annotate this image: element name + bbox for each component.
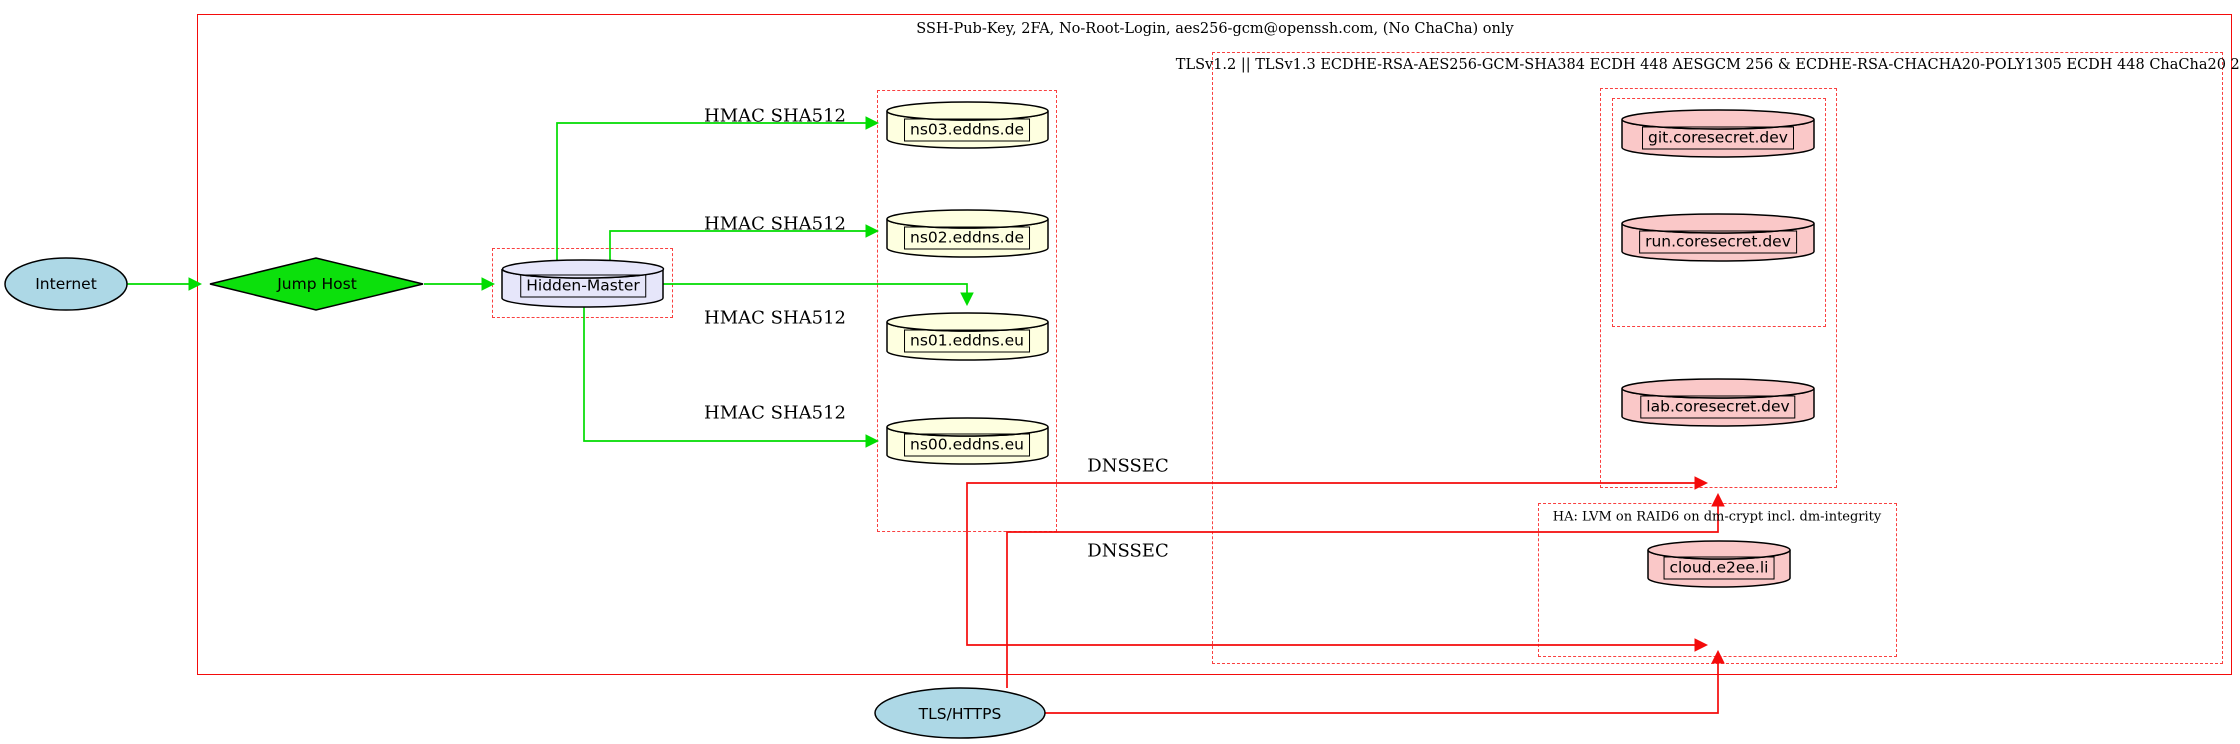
jump-host-node-shape (209, 257, 424, 311)
edge-label-hmac-ns00: HMAC SHA512 (703, 402, 847, 424)
cluster-coresecret-outer-box (1600, 88, 1837, 488)
internet-node-label: Internet (35, 275, 97, 293)
ns00-cylinder-cap (886, 417, 1049, 437)
lab-node-label: lab.coresecret.dev (1640, 395, 1796, 419)
cluster-ssh-box (197, 14, 2232, 675)
edge-dns-tlscluster-dnssec (966, 476, 1709, 532)
jump-host-node-label: Jump Host (277, 275, 357, 293)
cluster-ha-label: HA: LVM on RAID6 on dm-crypt incl. dm-in… (1552, 509, 1882, 525)
ns00-node-label: ns00.eddns.eu (904, 433, 1030, 457)
ns02-cylinder-cap (886, 209, 1049, 229)
cloud-cylinder-cap (1647, 540, 1791, 560)
edge-tlshttps-tlscluster (1006, 492, 1725, 688)
edge-hiddenmaster-ns02 (609, 224, 880, 262)
hidden-master-node-label: Hidden-Master (520, 274, 646, 298)
edge-hiddenmaster-ns01 (663, 283, 974, 307)
tls-https-node-shape (874, 687, 1046, 739)
edge-dns-hacluster-dnssec (966, 532, 1709, 652)
cluster-coresecret-inner-box (1612, 98, 1826, 327)
git-node-label: git.coresecret.dev (1642, 126, 1794, 150)
hidden-master-cylinder-cap (501, 259, 665, 279)
run-node-label: run.coresecret.dev (1639, 230, 1797, 254)
edge-hiddenmaster-ns03 (556, 116, 880, 262)
edge-label-dnssec-ha: DNSSEC (1087, 540, 1169, 562)
cluster-ssh-label: SSH-Pub-Key, 2FA, No-Root-Login, aes256-… (916, 21, 1514, 37)
run-cylinder-cap (1621, 213, 1815, 234)
git-cylinder-cap (1621, 109, 1815, 130)
ns03-node-label: ns03.eddns.de (904, 118, 1030, 142)
internet-node-shape (4, 257, 128, 311)
edge-label-hmac-ns01: HMAC SHA512 (703, 307, 847, 329)
lab-cylinder-cap (1621, 378, 1815, 399)
ns03-cylinder-cap (886, 101, 1049, 121)
edge-hiddenmaster-ns00 (583, 307, 880, 448)
ns01-node-label: ns01.eddns.eu (904, 329, 1030, 353)
cloud-node-label: cloud.e2ee.li (1663, 556, 1775, 580)
ns02-node-label: ns02.eddns.de (904, 226, 1030, 250)
tls-https-node-label: TLS/HTTPS (918, 705, 1002, 723)
edge-tlshttps-hacluster (1043, 649, 1725, 714)
cluster-tls-label: TLSv1.2 || TLSv1.3 ECDHE-RSA-AES256-GCM-… (1175, 57, 2240, 73)
ns01-cylinder-cap (886, 312, 1049, 332)
edge-label-dnssec-tls: DNSSEC (1087, 455, 1169, 477)
edge-label-hmac-ns03: HMAC SHA512 (703, 105, 847, 127)
edge-label-hmac-ns02: HMAC SHA512 (703, 213, 847, 235)
